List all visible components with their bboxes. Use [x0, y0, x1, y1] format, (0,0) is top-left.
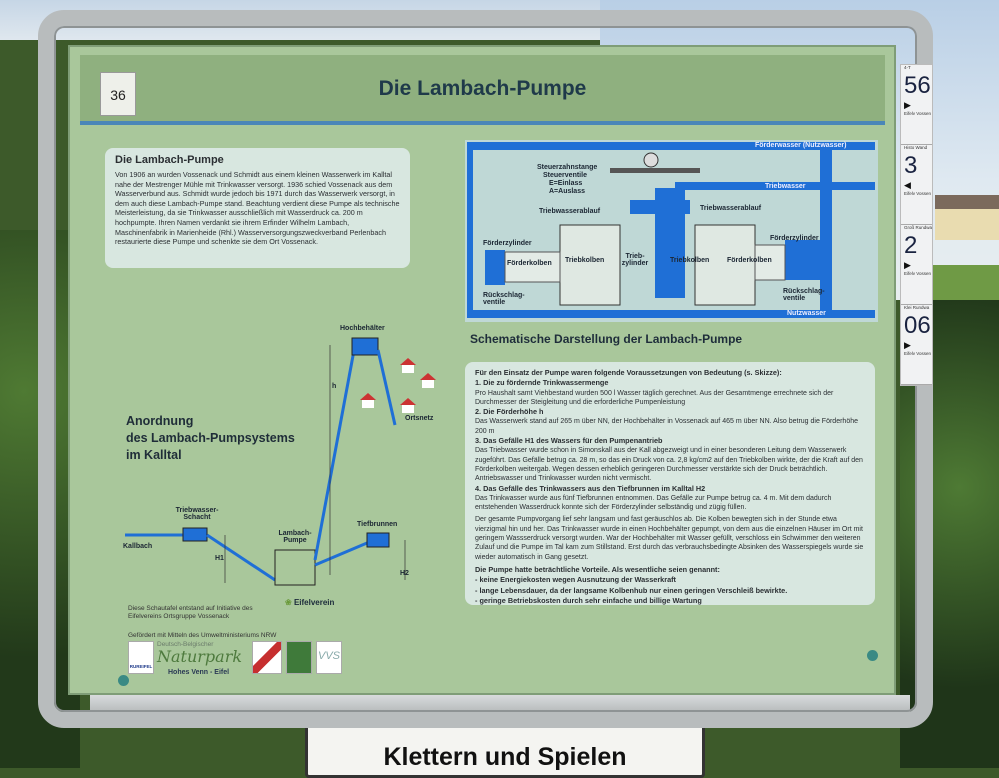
system-heading-line: Anordnung [126, 414, 194, 428]
pump-schematic: Förderwasser (Nutzwasser) Steuerzahnstan… [465, 140, 878, 322]
second-sign-text: Klettern und Spielen [383, 743, 627, 771]
condition-title: 4. Das Gefälle des Trinkwassers aus den … [475, 483, 706, 493]
sticker-number: 56 [904, 72, 931, 99]
trail-sticker: 4-T 56▶Eifelv Vossen [901, 65, 932, 145]
condition-title: 3. Das Gefälle H1 des Wassers für den Pu… [475, 436, 663, 446]
naturpark-subtitle: Hohes Venn - Eifel [168, 669, 230, 676]
system-drawing [125, 337, 436, 586]
label-foerderkolben-right: Förderkolben [727, 257, 772, 264]
label-foerderkolben-left: Förderkolben [507, 260, 552, 267]
vvs-logo: VVS [316, 641, 342, 674]
system-heading-line: im Kalltal [126, 448, 182, 462]
condition-title: 1. Die zu fördernde Trinkwassermenge [475, 378, 609, 388]
advantages-title: Die Pumpe hatte beträchtliche Vorteile. … [475, 564, 720, 574]
label-kallbach: Kallbach [123, 543, 153, 550]
label-triebkolben-right: Triebkolben [670, 257, 710, 264]
label-h2: H2 [400, 570, 409, 577]
funding-credit: Gefördert mit Mitteln des Umweltminister… [128, 632, 277, 639]
label-auslass: A=Auslass [549, 188, 585, 195]
naturpark-top: Deutsch-Belgischer [157, 641, 214, 648]
label-rueckschlagventile-left: Rückschlag-ventile [483, 292, 525, 306]
sticker-bottom: Eifelv Vossen [904, 191, 932, 196]
label-lambach-pumpe: Lambach-Pumpe [278, 530, 312, 544]
condition-text: Das Triebwasser wurde schon in Simonskal… [475, 447, 863, 483]
sticker-bottom: Eifelv Vossen [904, 271, 932, 276]
label-foerderzylinder-right: Förderzylinder [770, 235, 819, 242]
label-steuerventile: Steuerventile [543, 172, 587, 179]
eifelverein-logo: ❀ Eifelverein [285, 598, 334, 607]
advantage-item: - lange Lebensdauer, da der langsame Kol… [475, 585, 788, 595]
label-h1: H1 [215, 555, 224, 562]
label-triebkolben-left: Triebkolben [565, 257, 605, 264]
eifelverein-text: Eifelverein [293, 598, 335, 607]
condition-text: Das Wasserwerk stand auf 265 m über NN, … [475, 418, 858, 435]
sticker-bottom: Eifelv Vossen [904, 351, 932, 356]
label-hochbehaelter: Hochbehälter [340, 325, 385, 332]
label-tiefbrunnen: Tiefbrunnen [357, 521, 398, 528]
label-triebwasserablauf-right: Triebwasserablauf [700, 205, 762, 212]
process-paragraph: Der gesamte Pumpvorgang lief sehr langsa… [475, 516, 864, 561]
condition-item: 3. Das Gefälle H1 des Wassers für den Pu… [475, 436, 865, 483]
screw [867, 650, 878, 661]
sticker-number: 3 [904, 152, 918, 179]
rureifel-logo: RUREIFEL [128, 641, 154, 674]
sticker-number: 2 [904, 232, 918, 259]
label-triebwasser: Triebwasser [765, 183, 806, 190]
intro-box: Die Lambach-Pumpe Von 1906 an wurden Vos… [105, 148, 410, 268]
conditions-intro: Für den Einsatz der Pumpe waren folgende… [475, 368, 782, 377]
label-steuerzahnstange: Steuerzahnstange [537, 164, 598, 171]
label-triebwasserablauf-left: Triebwasserablauf [539, 208, 601, 215]
initiative-credit: Diese Schautafel entstand auf Initiative… [128, 605, 253, 620]
sticker-top: Histo Wand [904, 145, 928, 150]
system-heading: Anordnung des Lambach-Pumpsystems im Kal… [126, 413, 295, 464]
sticker-top: 4-T [904, 65, 911, 70]
label-ortsnetz: Ortsnetz [405, 415, 434, 422]
leaf-icon: ❀ [285, 598, 292, 607]
label-einlass: E=Einlass [549, 180, 583, 187]
arrow-right-icon: ▶ [904, 100, 911, 110]
sticker-top: Groß Rundwa [904, 225, 933, 230]
label-foerderzylinder-left: Förderzylinder [483, 240, 532, 247]
label-foerderwasser: Förderwasser (Nutzwasser) [755, 142, 847, 149]
label-nutzwasser: Nutzwasser [787, 310, 826, 317]
label-triebwasser-schacht: Triebwasser-Schacht [175, 507, 219, 521]
advantage-item: - geringe Betriebskosten durch sehr einf… [475, 595, 702, 605]
trail-sticker: Groß Rundwa 2▶Eifelv Vossen [901, 225, 932, 305]
schematic-drawing [467, 142, 875, 318]
arrow-right-icon: ▶ [904, 340, 911, 350]
system-diagram: Hochbehälter Ortsnetz h Triebwasser-Scha… [115, 325, 465, 590]
screw [118, 675, 129, 686]
schematic-caption: Schematische Darstellung der Lambach-Pum… [470, 332, 743, 346]
conditions-box: Für den Einsatz der Pumpe waren folgende… [465, 362, 875, 605]
title-band: Die Lambach-Pumpe [80, 55, 885, 125]
label-h: h [332, 383, 337, 390]
intro-text: Von 1906 an wurden Vossenack und Schmidt… [115, 170, 400, 247]
house [935, 195, 999, 240]
sticker-top: Klei Rundwa [904, 305, 930, 310]
naturpark-text: Naturpark [157, 647, 243, 666]
municipal-coat-of-arms-logo [286, 641, 312, 674]
trail-sticker: Klei Rundwa 06▶Eifelv Vossen [901, 305, 932, 385]
sticker-number: 06 [904, 312, 931, 339]
condition-item: 4. Das Gefälle des Trinkwassers aus den … [475, 484, 865, 513]
condition-text: Das Trinkwasser wurde aus fünf Tiefbrunn… [475, 494, 832, 512]
condition-title: 2. Die Förderhöhe h [475, 407, 544, 417]
nrw-coat-of-arms-logo [252, 641, 282, 674]
system-heading-line: des Lambach-Pumpsystems [126, 431, 295, 445]
trail-sticker: Histo Wand 3◀Eifelv Vossen [901, 145, 932, 225]
condition-text: Pro Haushalt samt Viehbestand wurden 500… [475, 389, 834, 406]
arrow-left-icon: ◀ [904, 180, 911, 190]
station-badge: 36 [100, 72, 136, 116]
label-triebzylinder: Trieb-zylinder [621, 253, 649, 267]
arrow-right-icon: ▶ [904, 260, 911, 270]
advantage-item: - keine Energiekosten wegen Ausnutzung d… [475, 575, 676, 585]
sign-title: Die Lambach-Pumpe [378, 77, 587, 100]
label-rueckschlagventile-right: Rückschlag-ventile [783, 288, 825, 302]
sticker-bottom: Eifelv Vossen [904, 111, 932, 116]
intro-heading: Die Lambach-Pumpe [115, 154, 224, 166]
